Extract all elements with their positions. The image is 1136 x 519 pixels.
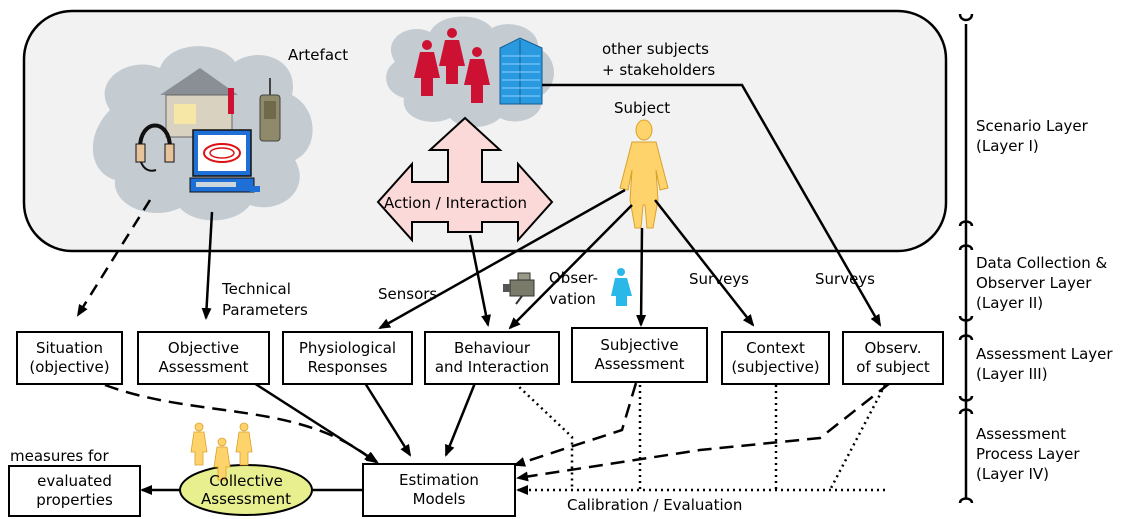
sensors-label: Sensors bbox=[378, 285, 438, 303]
objective-assessment-box: Objective Assessment bbox=[137, 331, 270, 385]
situation-box: Situation (objective) bbox=[16, 331, 123, 385]
technical-parameters-label: Technical Parameters bbox=[222, 280, 308, 319]
action-label: Action / Interaction bbox=[384, 194, 527, 212]
headphones-icon bbox=[135, 123, 175, 172]
others-label: other subjects + stakeholders bbox=[602, 40, 716, 79]
surveys-label-2: Surveys bbox=[815, 270, 875, 288]
building-icon bbox=[499, 37, 543, 105]
edges bbox=[76, 83, 891, 495]
subject-label: Subject bbox=[614, 99, 671, 117]
observ-subject-box: Observ. of subject bbox=[842, 331, 944, 385]
behaviour-box: Behaviour and Interaction bbox=[424, 331, 560, 385]
red-people-icon bbox=[414, 28, 490, 103]
layer2-label: Data Collection & Observer Layer (Layer … bbox=[976, 254, 1108, 312]
observation-label: Obser- vation bbox=[549, 269, 598, 308]
surveys-label-1: Surveys bbox=[689, 270, 749, 288]
subjective-assessment-text: Subjective Assessment bbox=[594, 336, 685, 373]
radio-device-icon bbox=[259, 78, 281, 142]
observer-icon bbox=[611, 268, 632, 306]
collective-assessment-text: Collective Assessment bbox=[201, 472, 291, 508]
estimation-models-box: Estimation Models bbox=[362, 463, 516, 517]
physiological-text: Physiological Responses bbox=[298, 339, 397, 376]
physiological-box: Physiological Responses bbox=[282, 331, 413, 385]
estimation-models-text: Estimation Models bbox=[399, 471, 479, 508]
context-text: Context (subjective) bbox=[731, 339, 820, 376]
evaluated-properties-box: evaluated properties bbox=[8, 465, 141, 517]
calibration-lines bbox=[514, 382, 887, 495]
layer3-label: Assessment Layer (Layer III) bbox=[976, 345, 1113, 383]
computer-icon bbox=[189, 129, 260, 193]
situation-text: Situation (objective) bbox=[29, 339, 110, 376]
action-interaction-arrow bbox=[376, 116, 554, 243]
artefact-label: Artefact bbox=[288, 46, 349, 64]
objective-assessment-text: Objective Assessment bbox=[158, 339, 249, 376]
calibration-label: Calibration / Evaluation bbox=[567, 496, 743, 514]
layer4-label: Assessment Process Layer (Layer IV) bbox=[976, 425, 1080, 483]
camera-icon bbox=[503, 272, 535, 305]
layer1-label: Scenario Layer (Layer I) bbox=[976, 117, 1088, 155]
layer-bracket bbox=[958, 13, 974, 504]
evaluated-properties-text: evaluated properties bbox=[36, 472, 113, 509]
observ-subject-text: Observ. of subject bbox=[856, 339, 930, 376]
measures-for-label: measures for bbox=[10, 447, 109, 465]
behaviour-text: Behaviour and Interaction bbox=[434, 339, 550, 376]
collective-people-icon bbox=[190, 422, 253, 481]
subjective-assessment-box: Subjective Assessment bbox=[571, 327, 708, 383]
context-box: Context (subjective) bbox=[721, 331, 830, 385]
